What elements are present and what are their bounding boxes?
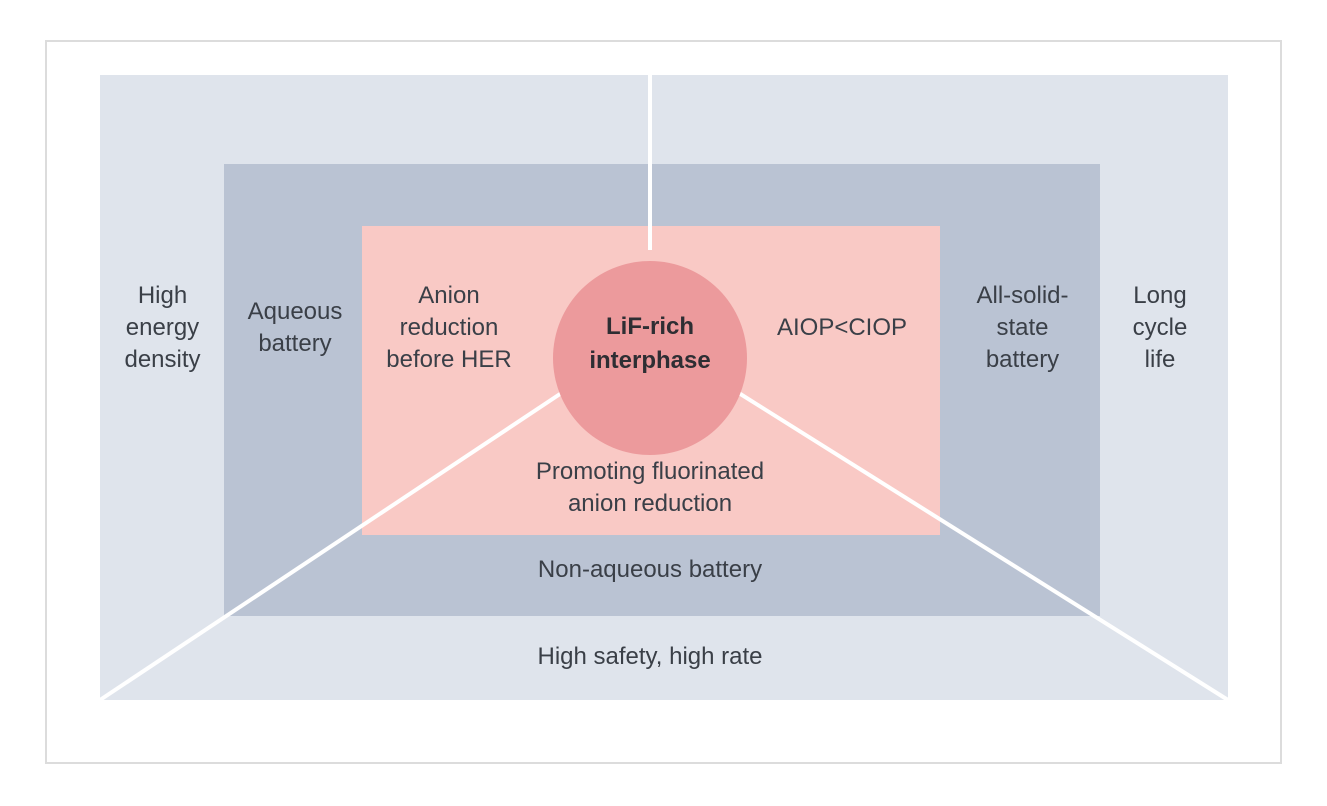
- divider-line-bottom-right: [732, 388, 1230, 702]
- middle-bottom-label: Non-aqueous battery: [537, 556, 763, 583]
- center-circle: [553, 261, 747, 455]
- inner-left-label: Anion reduction before HER: [386, 282, 512, 373]
- middle-right-label: All-solid- state battery: [976, 282, 1069, 373]
- outer-left-label: High energy density: [124, 282, 201, 373]
- outer-right-label: Long cycle life: [1132, 282, 1188, 373]
- divider-line-bottom-left: [98, 388, 568, 702]
- center-label: LiF-rich interphase: [589, 313, 711, 374]
- outer-bottom-label: High safety, high rate: [537, 643, 763, 670]
- middle-left-label: Aqueous battery: [247, 298, 343, 357]
- inner-right-label: AIOP<CIOP: [776, 314, 908, 341]
- inner-bottom-label: Promoting fluorinated anion reduction: [535, 458, 765, 517]
